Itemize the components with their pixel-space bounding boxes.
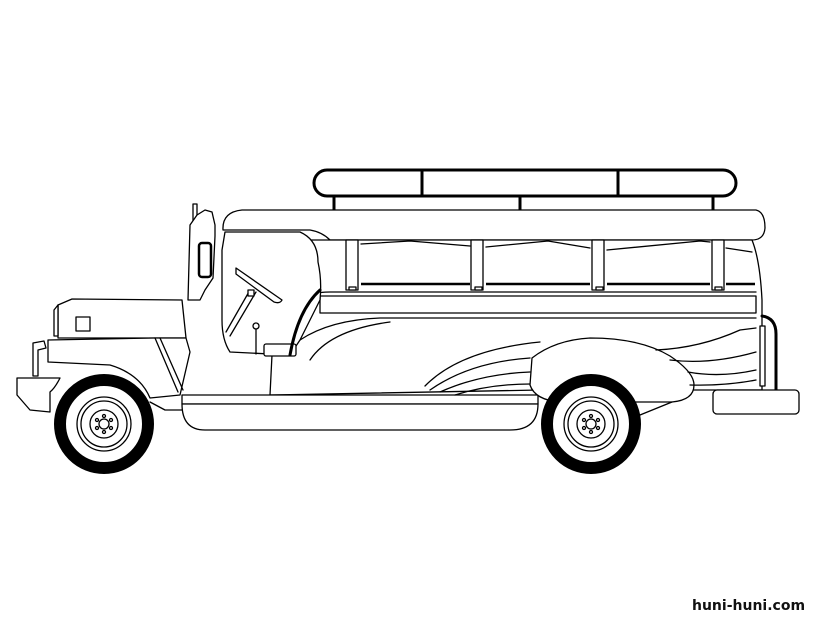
site-watermark: huni-huni.com: [692, 598, 806, 614]
running-board: [181, 394, 539, 431]
rear-bumper: [712, 314, 800, 415]
hood: [53, 298, 187, 339]
front-chassis: [149, 401, 183, 411]
front-fender: [16, 337, 191, 413]
rear-chassis: [639, 401, 673, 416]
roof-rack: [312, 168, 738, 212]
cab: [187, 203, 322, 357]
rear-wheel: [541, 374, 641, 474]
front-wheel: [54, 374, 154, 474]
roof: [222, 209, 766, 241]
